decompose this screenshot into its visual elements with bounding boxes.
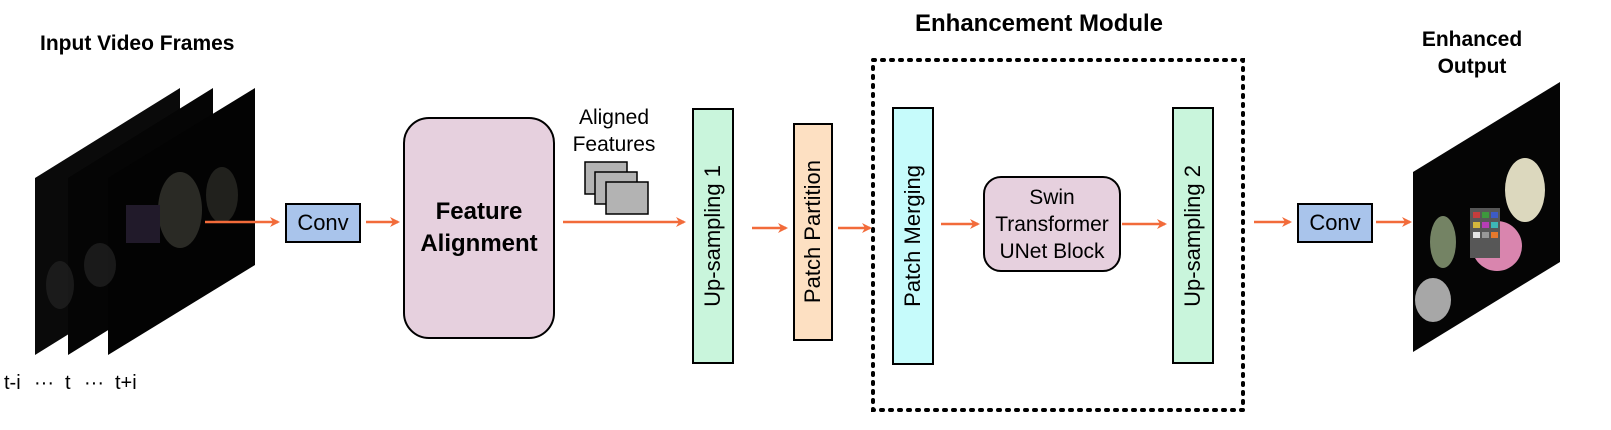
enhanced-output-title-line1: Enhanced [1421, 28, 1523, 51]
feature-alignment-label-line2: Alignment [420, 230, 538, 257]
aligned-features-label: Aligned Features [562, 104, 666, 158]
upsampling-2-label: Up-sampling 2 [1180, 164, 1205, 307]
feature-alignment-block: Feature Alignment [403, 117, 555, 339]
swin-label-line3: UNet Block [999, 239, 1105, 263]
input-frame-stack [35, 88, 255, 355]
enhanced-output-title: Enhanced Output [1410, 26, 1534, 80]
output-frame [1413, 82, 1560, 352]
aligned-features-label-line1: Aligned [578, 106, 650, 129]
upsampling-1-block: Up-sampling 1 [692, 108, 734, 364]
upsampling-1-label: Up-sampling 1 [700, 165, 725, 307]
frame-label-t-plus-i: t+i [115, 372, 137, 394]
frame-label-t-minus-i: t-i [4, 372, 21, 394]
swin-label-line1: Swin [1029, 185, 1075, 209]
aligned-features-icon [584, 161, 649, 215]
upsampling-2-block: Up-sampling 2 [1172, 107, 1214, 364]
conv-output-label: Conv [1309, 210, 1361, 235]
frame-label-t: t [65, 372, 71, 394]
patch-partition-label: Patch Partition [800, 160, 825, 304]
conv-input-label: Conv [297, 210, 349, 235]
input-frame-content [46, 167, 238, 309]
patch-partition-block: Patch Partition [793, 123, 833, 341]
enhancement-module-title: Enhancement Module [915, 10, 1164, 37]
patch-merging-label: Patch Merging [900, 165, 925, 307]
conv-input-block: Conv [285, 203, 361, 243]
patch-merging-block: Patch Merging [892, 107, 934, 365]
conv-output-block: Conv [1297, 203, 1373, 243]
aligned-features-label-line2: Features [572, 133, 656, 156]
frame-label-dots-right: ··· [84, 372, 104, 394]
frame-label-dots-left: ··· [34, 372, 54, 394]
swin-transformer-unet-block: Swin Transformer UNet Block [983, 176, 1121, 272]
enhanced-output-title-line2: Output [1437, 55, 1507, 78]
flow-arrows [205, 217, 1412, 233]
input-frames-title: Input Video Frames [40, 32, 235, 55]
feature-alignment-label-line1: Feature [435, 198, 523, 225]
swin-label-line2: Transformer [995, 212, 1109, 236]
